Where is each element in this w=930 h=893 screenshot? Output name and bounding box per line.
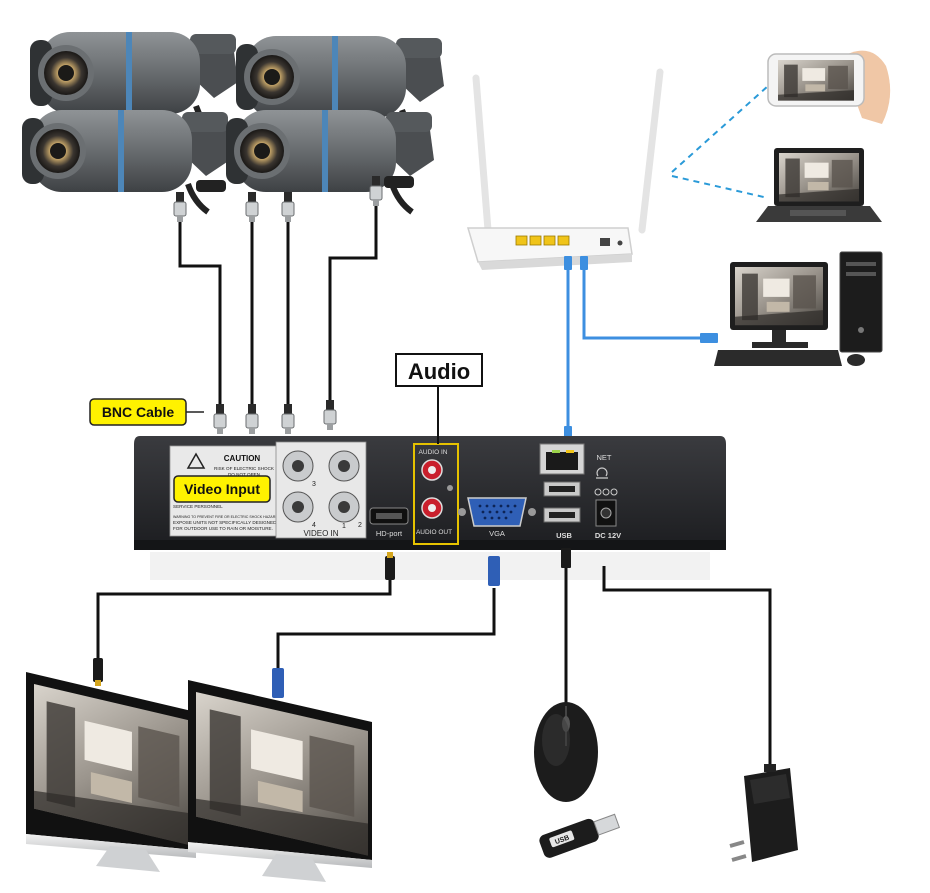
audio-callout: Audio xyxy=(395,353,483,444)
warning-line: EXPOSE UNITS NOT SPECIFICALLY DESIGNED xyxy=(173,520,277,525)
caution-title: CAUTION xyxy=(224,454,261,463)
camera-icon xyxy=(22,110,230,212)
channel-3-label: 3 xyxy=(312,481,316,488)
usb-stick-icon: USB xyxy=(539,813,621,858)
ground-icon xyxy=(596,467,608,479)
video-in-label: VIDEO IN xyxy=(303,529,338,538)
vga-label: VGA xyxy=(489,529,505,538)
channel-4-label: 4 xyxy=(312,522,316,529)
video-input-label: Video Input xyxy=(184,481,260,497)
audio-out-label: AUDIO OUT xyxy=(416,529,452,536)
desktop-pc-icon xyxy=(714,251,883,366)
caution-line: RISK OF ELECTRIC SHOCK xyxy=(214,466,275,471)
dvr-unit: CAUTION RISK OF ELECTRIC SHOCK DO NOT OP… xyxy=(134,436,726,580)
channel-1-label: 1 xyxy=(342,523,346,530)
smartphone-icon xyxy=(767,50,891,124)
usb-stick-label: USB xyxy=(554,834,570,846)
video-input-callout: Video Input xyxy=(173,475,271,503)
output-plugs xyxy=(93,548,571,698)
bnc-cable-callout: BNC Cable xyxy=(89,398,204,426)
audio-port-highlight xyxy=(413,443,459,545)
mouse-icon xyxy=(534,702,598,802)
monitor-icon xyxy=(188,680,372,882)
wifi-links xyxy=(671,85,769,199)
bnc-cables xyxy=(178,196,378,408)
dc-label: DC 12V xyxy=(595,531,621,540)
audio-label: Audio xyxy=(408,359,470,384)
service-personnel-text: SERVICE PERSONNEL xyxy=(173,504,223,509)
router-icon xyxy=(466,68,664,270)
monitor-icon xyxy=(26,672,196,872)
ethernet-cables xyxy=(566,262,700,430)
channel-2-label: 2 xyxy=(358,522,362,529)
ethernet-plugs xyxy=(564,256,718,442)
output-cables xyxy=(96,566,772,768)
bnc-cable-label: BNC Cable xyxy=(102,404,175,420)
bnc-connectors xyxy=(173,175,383,435)
warning-line: FOR OUTDOOR USE TO RAIN OR MOISTURE. xyxy=(173,526,273,531)
camera-icon xyxy=(226,110,434,212)
caution-line: DO NOT OPEN xyxy=(228,472,260,477)
power-adapter-icon xyxy=(729,764,798,862)
audio-in-label: AUDIO IN xyxy=(419,449,448,456)
polarity-icon xyxy=(594,488,618,496)
camera-group xyxy=(22,32,444,212)
warning-line: WARNING TO PREVENT FIRE OR ELECTRIC SHOC… xyxy=(173,515,295,519)
usb-label: USB xyxy=(556,531,572,540)
hd-port-label: HD-port xyxy=(376,529,403,538)
net-label: NET xyxy=(597,453,612,462)
laptop-icon xyxy=(756,148,882,222)
